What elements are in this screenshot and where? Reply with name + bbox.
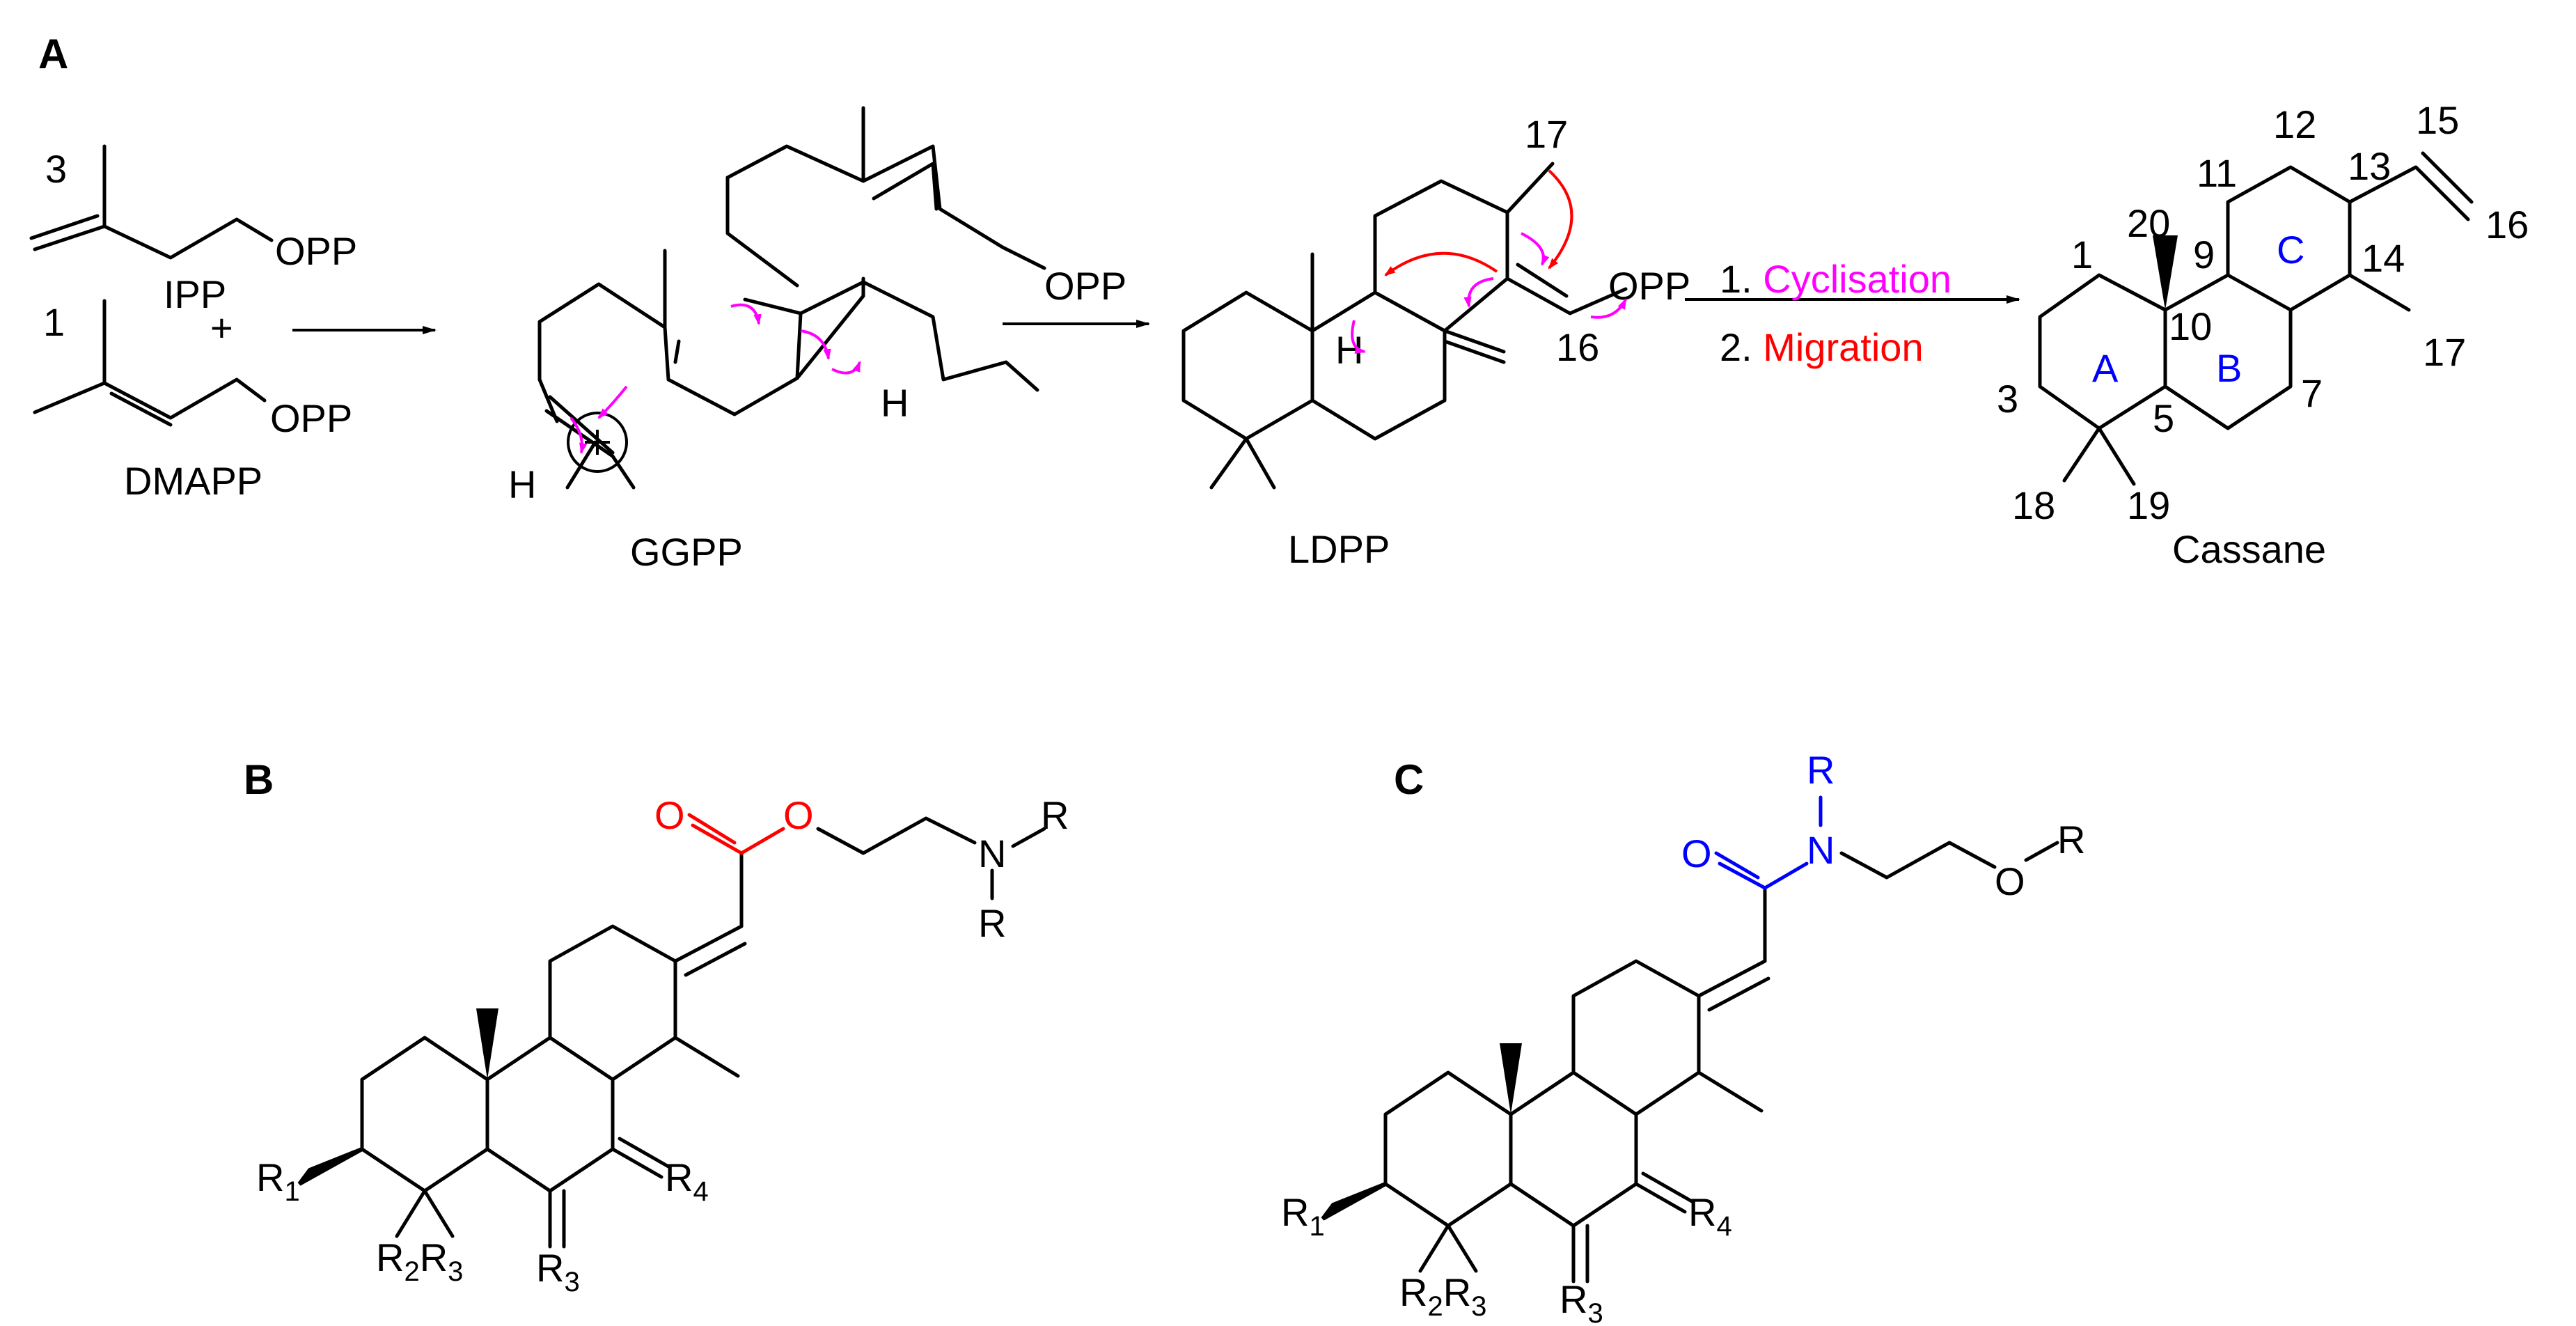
amide-o-ether: O (1995, 859, 2025, 903)
ester-o-ether: O (783, 793, 814, 837)
amide-derivative-structure: O N R O R R1 R2R3 R3 R4 (1281, 748, 2085, 1326)
ester-r-bottom: R (978, 901, 1006, 945)
ggpp-structure: H H OPP GGPP (508, 106, 1126, 574)
ester-r2-r3: R2R3 (376, 1235, 463, 1287)
amide-r3: R3 (1560, 1277, 1603, 1326)
step-migration: 2. Migration (1720, 325, 1924, 369)
cassane-c10: 10 (2169, 304, 2212, 348)
ipp-opp-group: OPP (275, 229, 357, 273)
cassane-c7: 7 (2301, 371, 2323, 415)
dmapp-structure: 1 OPP DMAPP (33, 299, 352, 503)
ipp-label: IPP (164, 272, 226, 316)
cassane-c13: 13 (2348, 144, 2391, 188)
cassane-c12: 12 (2273, 102, 2316, 146)
ester-r3: R3 (536, 1246, 580, 1297)
amide-r-ether: R (2057, 818, 2085, 861)
ipp-structure: 3 OPP IPP (29, 144, 357, 316)
amide-o-carbonyl: O (1681, 832, 1712, 875)
ggpp-label: GGPP (630, 530, 743, 574)
ggpp-opp-group: OPP (1044, 264, 1126, 308)
ldpp-number-16: 16 (1556, 325, 1599, 369)
panel-label-c: C (1394, 756, 1424, 803)
cassane-c3: 3 (1997, 377, 2018, 421)
cassane-c9: 9 (2193, 233, 2215, 276)
ring-label-a: A (2092, 346, 2119, 390)
cassane-c1: 1 (2071, 233, 2093, 276)
dmapp-label: DMAPP (124, 459, 262, 503)
ester-r-top: R (1041, 793, 1069, 837)
cassane-c17: 17 (2423, 330, 2466, 374)
cassane-c5: 5 (2153, 396, 2174, 440)
cassane-c18: 18 (2012, 483, 2055, 527)
ldpp-opp-group: OPP (1608, 264, 1690, 308)
cassane-c19: 19 (2127, 483, 2170, 527)
cassane-label: Cassane (2172, 527, 2326, 571)
cassane-c14: 14 (2362, 236, 2405, 280)
ester-r4: R4 (665, 1155, 709, 1207)
cassane-c15: 15 (2416, 98, 2459, 142)
amide-r2-r3: R2R3 (1399, 1270, 1486, 1322)
dmapp-number-1: 1 (43, 300, 65, 344)
panel-label-b: B (244, 756, 274, 803)
dmapp-opp-group: OPP (270, 396, 352, 440)
ester-o-carbonyl: O (654, 793, 685, 837)
ldpp-structure: H 17 16 OPP LDPP (1181, 112, 1690, 571)
ester-r1: R1 (256, 1155, 300, 1207)
cassane-c11: 11 (2197, 151, 2237, 195)
cassane-c20: 20 (2127, 201, 2170, 245)
ggpp-h-atom-right: H (881, 381, 909, 425)
amide-r4: R4 (1688, 1190, 1732, 1242)
ldpp-number-17: 17 (1525, 112, 1568, 156)
cassane-c16: 16 (2485, 203, 2529, 247)
ester-n-atom: N (978, 832, 1006, 875)
ldpp-label: LDPP (1288, 527, 1390, 571)
panel-label-a: A (38, 31, 68, 77)
ipp-number-3: 3 (45, 147, 67, 191)
amide-r1: R1 (1281, 1190, 1325, 1242)
ring-label-c: C (2277, 228, 2304, 272)
ring-label-b: B (2216, 346, 2242, 390)
plus-sign: + (210, 306, 233, 350)
amide-n-atom: N (1807, 828, 1835, 872)
ester-derivative-structure: O O N R R R1 R2R3 R3 R4 (256, 793, 1069, 1297)
step-cyclisation: 1. Cyclisation (1720, 257, 1951, 301)
cassane-structure: 1 3 5 7 9 10 11 12 13 14 15 16 17 18 19 … (1997, 98, 2529, 571)
amide-r-on-n: R (1807, 748, 1835, 792)
ggpp-h-atom: H (508, 462, 536, 506)
